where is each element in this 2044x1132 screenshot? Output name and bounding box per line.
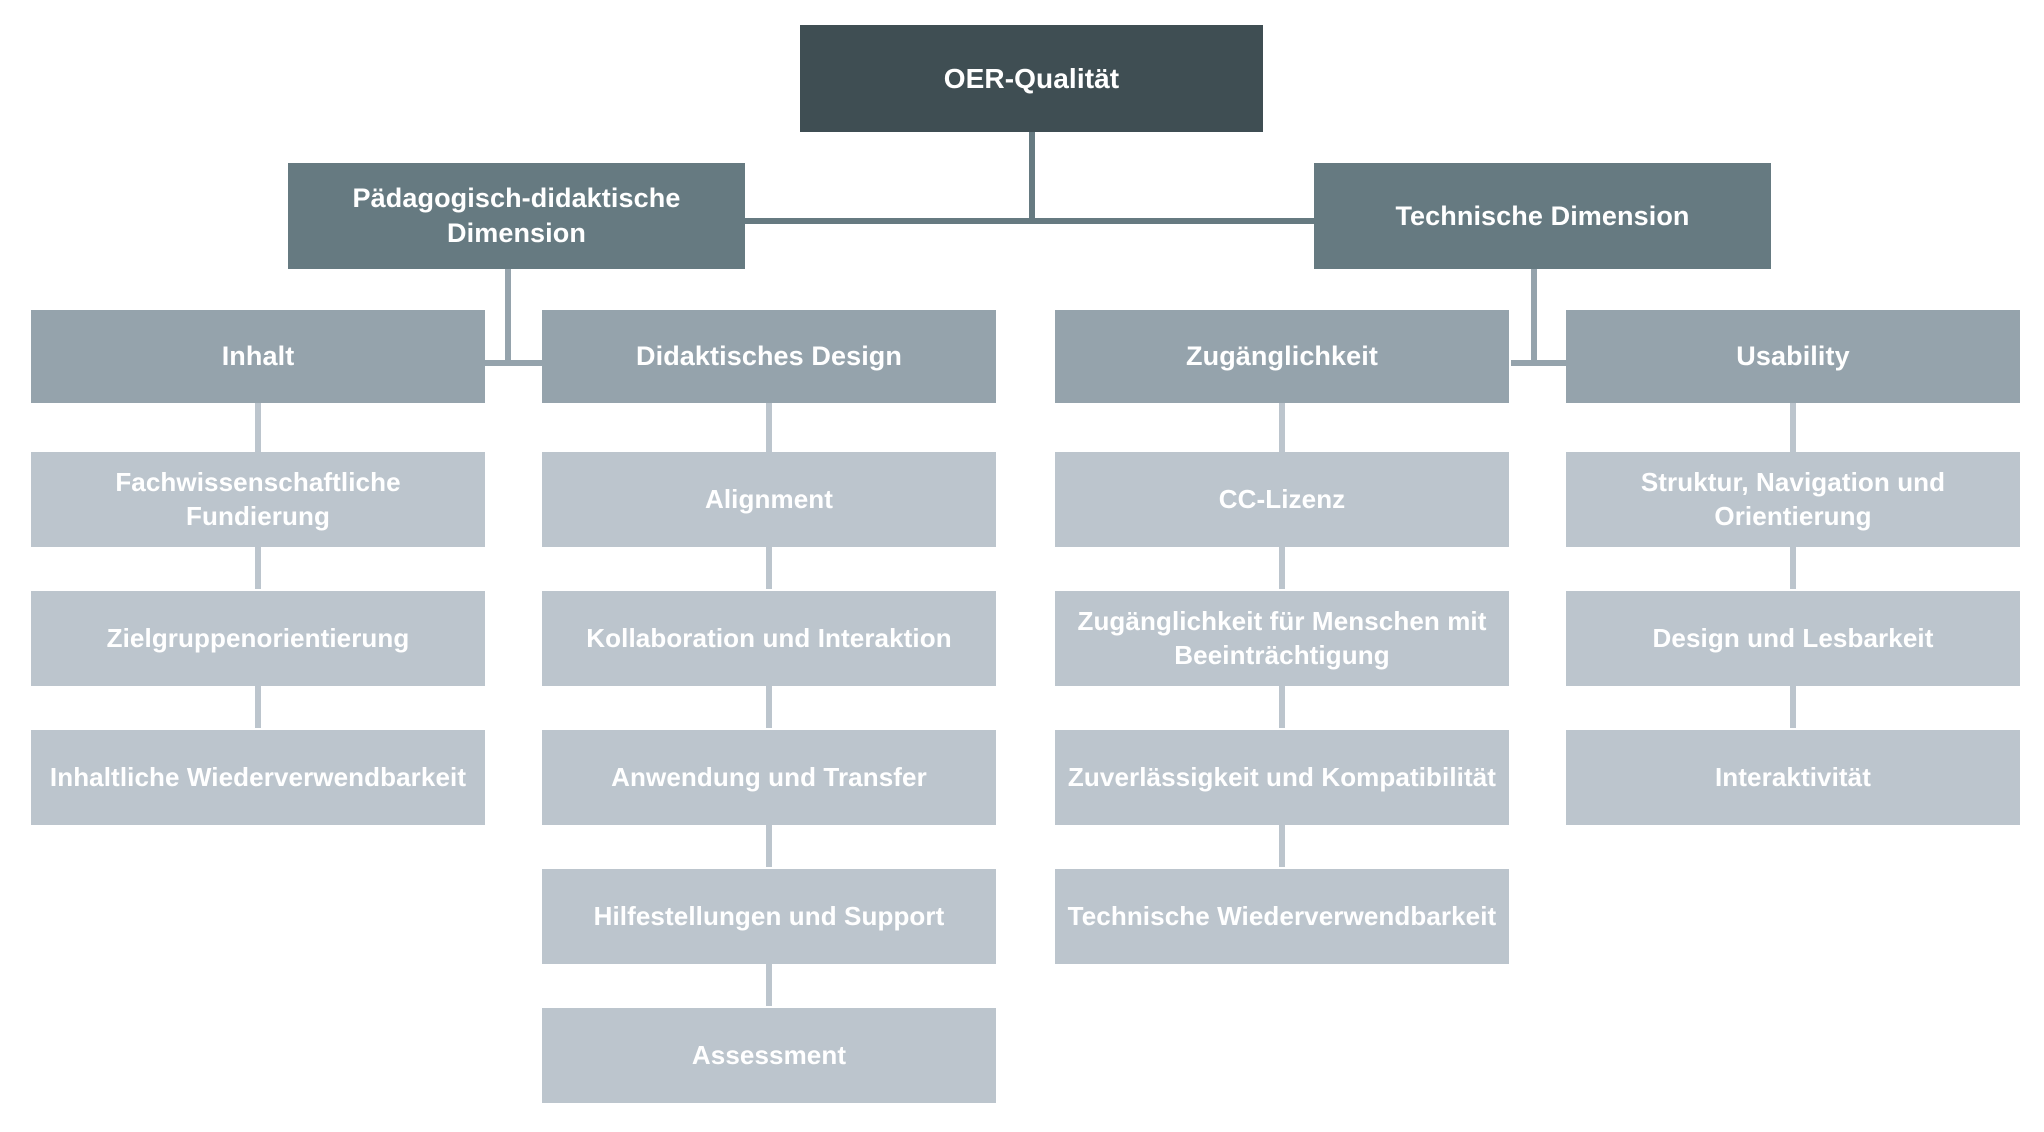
connector-col4-3 [1790,684,1796,728]
node-leaf-design-und-lesbarkeit[interactable]: Design und Lesbarkeit [1566,591,2020,686]
node-leaf-label: Zielgruppenorientierung [106,622,410,653]
node-leaf-label: Zugänglichkeit für Menschen mit Beeinträ… [1077,606,1487,670]
node-leaf-label: Anwendung und Transfer [611,761,927,792]
connector-col3-4 [1279,823,1285,867]
node-leaf-label: Design und Lesbarkeit [1652,622,1934,653]
connector-col3-2 [1279,545,1285,589]
connector-left-dimension-drop [505,268,511,363]
node-leaf-zugaenglichkeit-fuer-menschen-mit-beeintraechtigung[interactable]: Zugänglichkeit für Menschen mit Beeinträ… [1055,591,1509,686]
node-category-didaktisches-design-label: Didaktisches Design [636,341,902,372]
connector-right-category-bar [1511,360,1581,366]
node-category-didaktisches-design[interactable]: Didaktisches Design [542,310,996,403]
node-leaf-zielgruppenorientierung[interactable]: Zielgruppenorientierung [31,591,485,686]
node-leaf-hilfestellungen-und-support[interactable]: Hilfestellungen und Support [542,869,996,964]
connector-col2-5 [766,962,772,1006]
node-leaf-label: Inhaltliche Wiederverwendbarkeit [49,761,467,792]
node-leaf-fachwissenschaftliche-fundierung[interactable]: Fachwissenschaftliche Fundierung [31,452,485,547]
node-leaf-technische-wiederverwendbarkeit[interactable]: Technische Wiederverwendbarkeit [1055,869,1509,964]
node-dimension-technisch[interactable]: Technische Dimension [1314,163,1771,269]
node-leaf-zuverlaessigkeit-und-kompatibilitaet[interactable]: Zuverlässigkeit und Kompatibilität [1055,730,1509,825]
node-leaf-label: Technische Wiederverwendbarkeit [1067,900,1497,931]
connector-root-stem [1029,131,1035,221]
connector-col2-2 [766,545,772,589]
node-dimension-paedagogisch-label: Pädagogisch-didaktische Dimension [352,183,681,248]
node-leaf-interaktivitaet[interactable]: Interaktivität [1566,730,2020,825]
node-leaf-label: Interaktivität [1714,761,1871,792]
connector-col1-1 [255,402,261,454]
node-leaf-label: Struktur, Navigation und Orientierung [1640,467,1946,531]
node-category-inhalt-label: Inhalt [221,341,295,372]
node-root-oer-qualitaet[interactable]: OER-Qualität [800,25,1263,132]
connector-col3-1 [1279,402,1285,454]
connector-col4-1 [1790,402,1796,454]
node-category-inhalt[interactable]: Inhalt [31,310,485,403]
node-leaf-label: CC-Lizenz [1218,483,1346,514]
connector-col2-1 [766,402,772,454]
node-leaf-label: Fachwissenschaftliche Fundierung [115,467,401,531]
node-leaf-cc-lizenz[interactable]: CC-Lizenz [1055,452,1509,547]
node-leaf-label: Zuverlässigkeit und Kompatibilität [1067,761,1497,792]
node-leaf-label: Kollaboration und Interaktion [586,622,952,653]
node-dimension-paedagogisch-didaktisch[interactable]: Pädagogisch-didaktische Dimension [288,163,745,269]
node-leaf-struktur-navigation-und-orientierung[interactable]: Struktur, Navigation und Orientierung [1566,452,2020,547]
node-category-usability[interactable]: Usability [1566,310,2020,403]
connector-col1-2 [255,545,261,589]
node-leaf-label: Assessment [691,1039,847,1070]
connector-dimension-bar [740,218,1320,224]
connector-left-category-bar [485,360,555,366]
node-category-zugaenglichkeit[interactable]: Zugänglichkeit [1055,310,1509,403]
connector-col2-4 [766,823,772,867]
node-dimension-technisch-label: Technische Dimension [1395,200,1690,231]
node-leaf-label: Alignment [704,483,833,514]
node-category-usability-label: Usability [1736,341,1850,372]
node-leaf-label: Hilfestellungen und Support [593,900,945,931]
connector-col2-3 [766,684,772,728]
node-leaf-assessment[interactable]: Assessment [542,1008,996,1103]
connector-right-dimension-drop [1531,268,1537,363]
connector-col4-2 [1790,545,1796,589]
node-leaf-alignment[interactable]: Alignment [542,452,996,547]
node-leaf-kollaboration-und-interaktion[interactable]: Kollaboration und Interaktion [542,591,996,686]
node-category-zugaenglichkeit-label: Zugänglichkeit [1186,341,1378,372]
connector-col1-3 [255,684,261,728]
node-leaf-anwendung-und-transfer[interactable]: Anwendung und Transfer [542,730,996,825]
connector-col3-3 [1279,684,1285,728]
node-root-label: OER-Qualität [943,62,1120,94]
node-leaf-inhaltliche-wiederverwendbarkeit[interactable]: Inhaltliche Wiederverwendbarkeit [31,730,485,825]
